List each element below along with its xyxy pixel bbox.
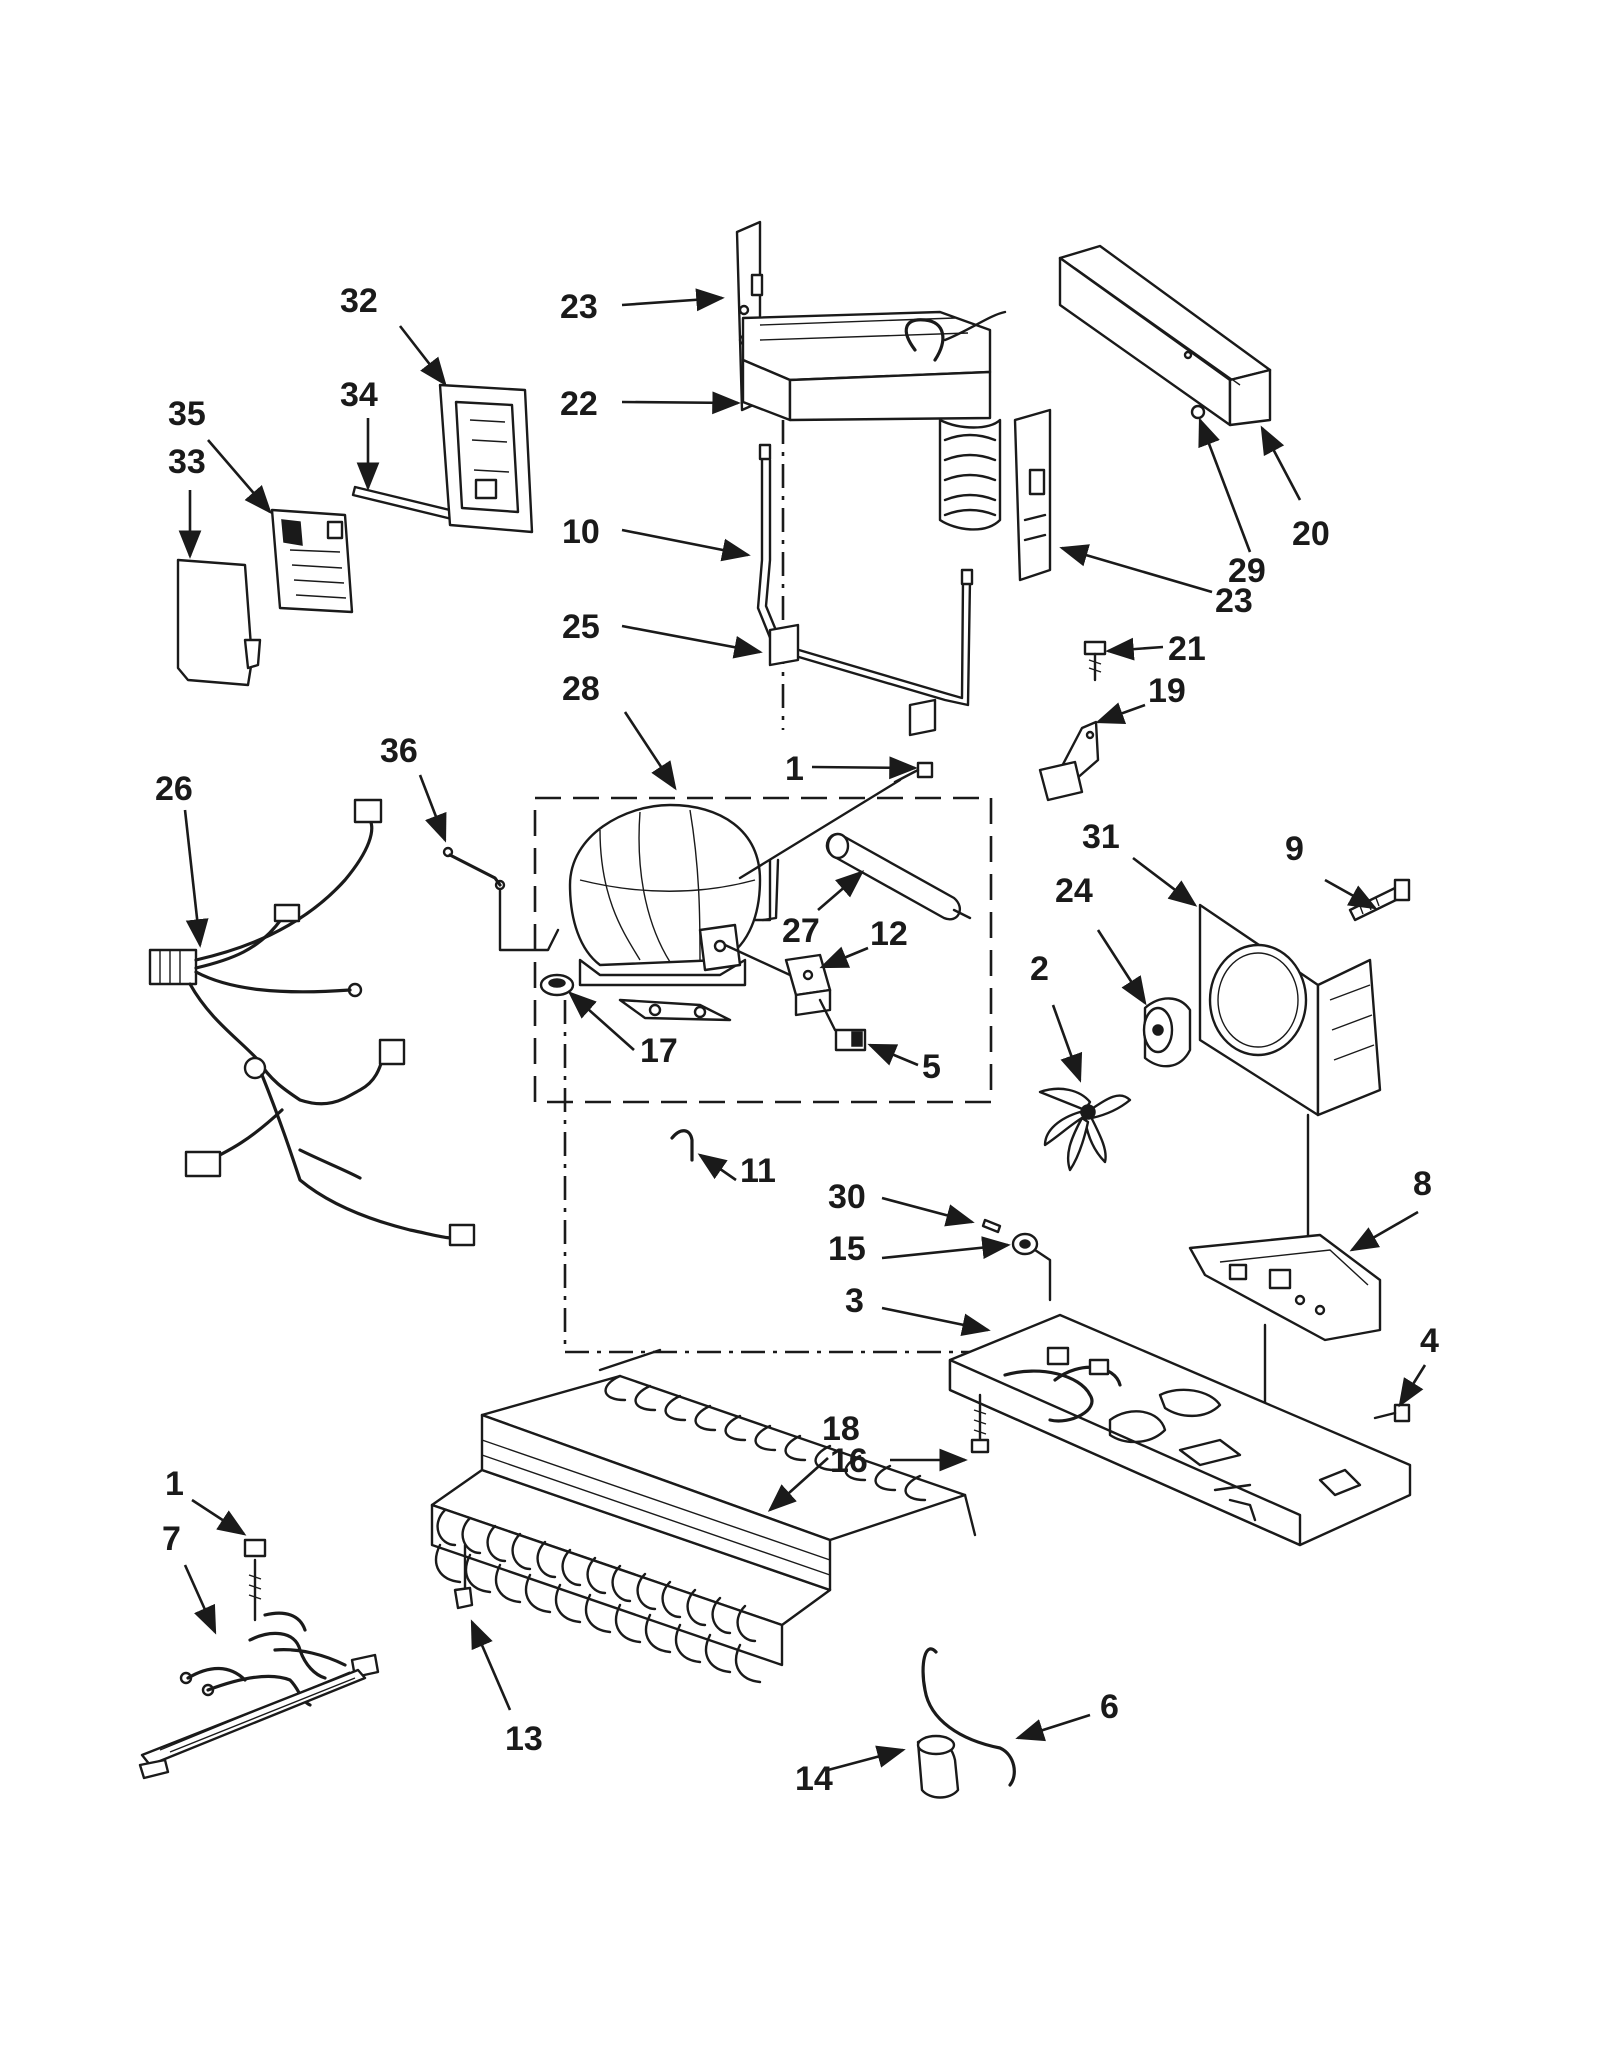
callout-17: 17 xyxy=(640,1032,678,1070)
callout-2: 2 xyxy=(1030,950,1049,988)
compressor[interactable] xyxy=(568,803,780,1022)
base-screw[interactable] xyxy=(970,1393,990,1454)
callout-21: 21 xyxy=(1168,630,1206,668)
callout-30: 30 xyxy=(828,1178,866,1216)
callout-18: 18 xyxy=(822,1410,860,1448)
callout-19: 19 xyxy=(1148,672,1186,710)
callout-1-lower: 1 xyxy=(165,1465,184,1503)
callout-13: 13 xyxy=(505,1720,543,1758)
callout-31: 31 xyxy=(1082,818,1120,856)
evaporator-coil-ends xyxy=(938,418,1002,531)
callout-6: 6 xyxy=(1100,1688,1119,1726)
callout-25: 25 xyxy=(562,608,600,646)
evaporator-assembly xyxy=(735,220,1052,582)
callout-26: 26 xyxy=(155,770,193,808)
callout-12: 12 xyxy=(870,915,908,953)
power-cord-harness[interactable] xyxy=(138,1558,380,1780)
base-bracket[interactable] xyxy=(1188,1233,1382,1342)
cover-screw[interactable] xyxy=(1190,404,1206,420)
callout-1-upper: 1 xyxy=(785,750,804,788)
mounting-bracket[interactable] xyxy=(1038,720,1100,802)
callout-36: 36 xyxy=(380,732,418,770)
screw-connection-line xyxy=(738,778,902,880)
overload-protector[interactable] xyxy=(818,998,867,1052)
evaporator-right-bracket xyxy=(1013,408,1052,582)
callout-22: 22 xyxy=(560,385,598,423)
callout-9: 9 xyxy=(1285,830,1304,868)
callout-20: 20 xyxy=(1292,515,1330,553)
evaporator-coil[interactable] xyxy=(741,310,1007,531)
compressor-grommet[interactable] xyxy=(539,973,575,997)
bracket-screw[interactable] xyxy=(1083,640,1107,682)
fan-blade[interactable] xyxy=(1038,1087,1132,1172)
condenser[interactable] xyxy=(430,1348,977,1684)
grommet-insert[interactable] xyxy=(981,1218,1002,1234)
defrost-heater[interactable] xyxy=(756,443,974,737)
board-housing[interactable] xyxy=(438,383,534,534)
callout-32: 32 xyxy=(340,282,378,320)
wire-harness[interactable] xyxy=(148,798,476,1247)
callout-5: 5 xyxy=(922,1048,941,1086)
board-strip[interactable] xyxy=(351,485,460,522)
callout-34: 34 xyxy=(340,376,378,414)
callout-11: 11 xyxy=(740,1152,776,1190)
heater-clip-right xyxy=(908,698,937,737)
callout-4: 4 xyxy=(1420,1322,1439,1360)
callout-3: 3 xyxy=(845,1282,864,1320)
callout-10: 10 xyxy=(562,513,600,551)
callout-33: 33 xyxy=(168,443,206,481)
drain-grommet[interactable] xyxy=(916,1734,960,1799)
compressor-base-line xyxy=(563,1000,980,1354)
callout-leaders xyxy=(178,288,1427,1772)
callout-8: 8 xyxy=(1413,1165,1432,1203)
process-tube[interactable] xyxy=(442,846,560,952)
callout-labels: 23 22 32 34 35 33 10 25 28 20 29 23 21 1… xyxy=(155,282,1439,1798)
callout-24: 24 xyxy=(1055,872,1093,910)
callout-15: 15 xyxy=(828,1230,866,1268)
drain-tube[interactable] xyxy=(921,1647,1016,1787)
relay-start-device[interactable] xyxy=(723,943,832,1017)
callout-28: 28 xyxy=(562,670,600,708)
callout-23-lower: 23 xyxy=(1215,582,1253,620)
condenser-clip[interactable] xyxy=(453,1543,474,1610)
fan-shroud[interactable] xyxy=(1198,903,1382,1117)
callout-29: 29 xyxy=(1228,552,1266,590)
callout-35: 35 xyxy=(168,395,206,433)
control-board[interactable] xyxy=(270,508,354,614)
callout-23-upper: 23 xyxy=(560,288,598,326)
callout-7: 7 xyxy=(162,1520,181,1558)
tube-clip[interactable] xyxy=(670,1129,694,1162)
heater-clip-left xyxy=(768,623,800,667)
side-screw[interactable] xyxy=(1373,1403,1411,1423)
evaporator-cover[interactable] xyxy=(1058,244,1272,427)
machine-compartment-base[interactable] xyxy=(948,1313,1412,1547)
callout-14: 14 xyxy=(795,1760,833,1798)
callout-27: 27 xyxy=(782,912,820,950)
callout-16: 16 xyxy=(830,1442,868,1480)
control-board-cover[interactable] xyxy=(176,558,262,687)
fan-motor[interactable] xyxy=(1142,997,1192,1068)
filter-drier[interactable] xyxy=(825,832,972,921)
compressor-foot[interactable] xyxy=(1011,1232,1052,1302)
harness-screw[interactable] xyxy=(243,1538,267,1558)
